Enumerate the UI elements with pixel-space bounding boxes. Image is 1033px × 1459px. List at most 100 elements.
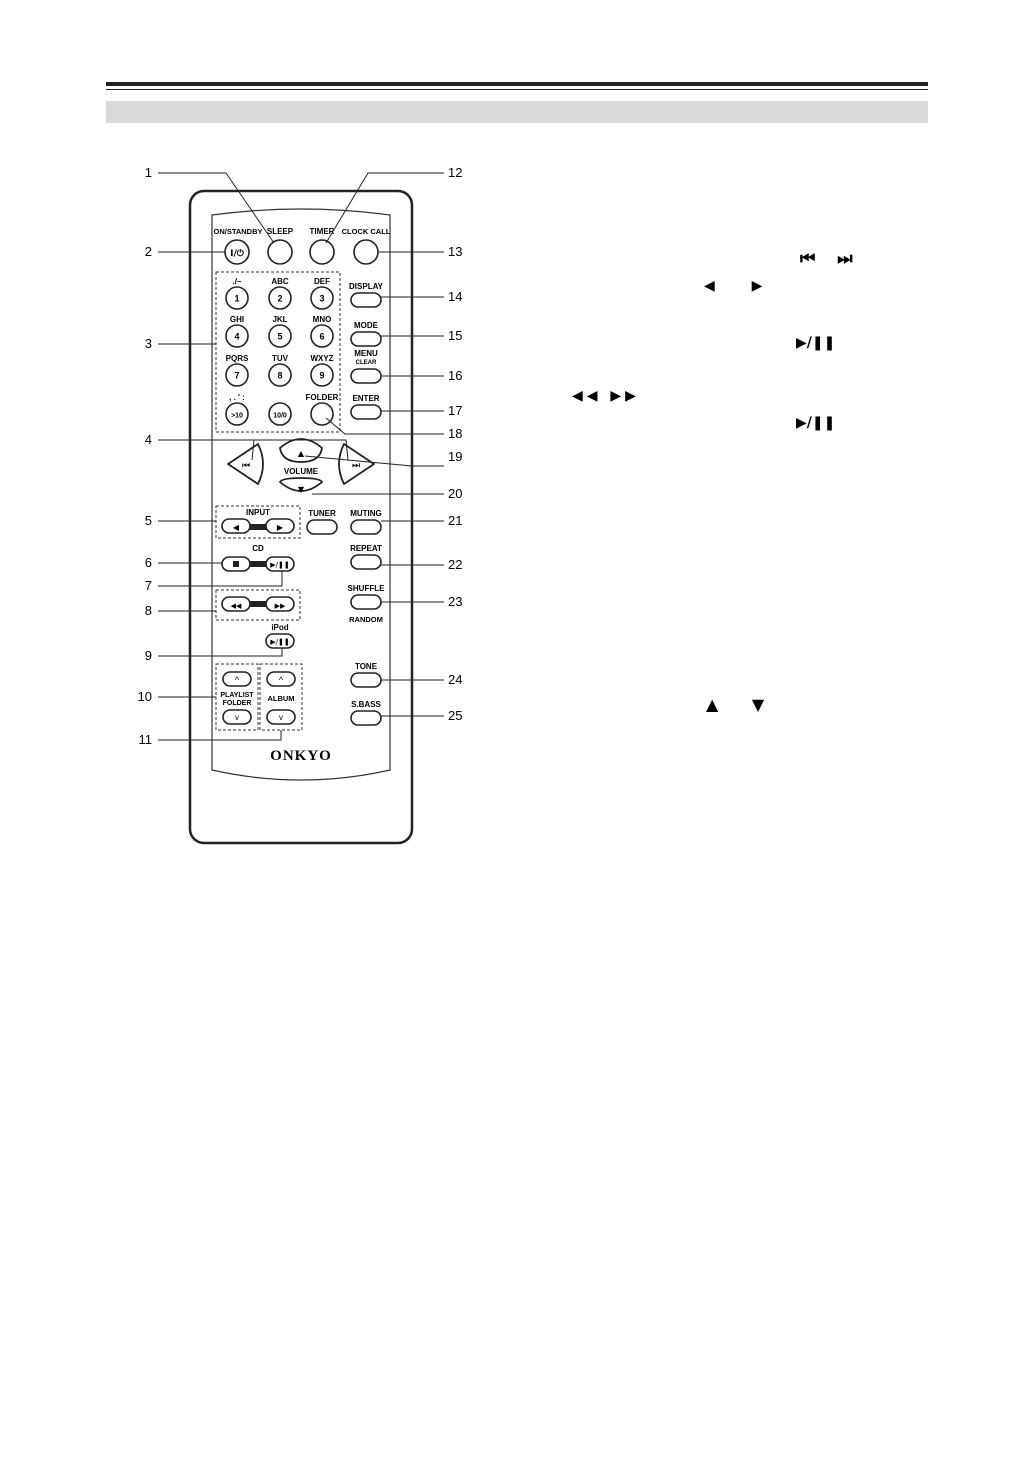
enter-button[interactable]: ENTER xyxy=(350,394,382,420)
callout-1: 1 xyxy=(145,165,152,180)
input-connector xyxy=(248,524,268,530)
muting-label: MUTING xyxy=(350,509,382,518)
callout-numbers: 1 2 3 4 5 6 7 8 9 10 11 12 13 14 15 16 1… xyxy=(138,165,463,747)
input-right-button[interactable]: ▶ xyxy=(265,518,295,534)
callout-15: 15 xyxy=(448,328,462,343)
menu-label: MENU xyxy=(354,349,378,358)
search-connector xyxy=(248,601,268,607)
callout-9: 9 xyxy=(145,648,152,663)
keypad-letters: DEF xyxy=(314,277,330,286)
callout-16: 16 xyxy=(448,368,462,383)
keypad-button-7[interactable]: PQRS 7 xyxy=(225,354,249,387)
skip-back-button[interactable]: ⏮ xyxy=(227,443,264,485)
keypad-button-11[interactable]: 10/0 xyxy=(268,402,292,426)
input-group xyxy=(215,505,301,539)
clock-call-label: CLOCK CALL xyxy=(342,227,391,236)
keypad-digit: 2 xyxy=(277,294,282,304)
chevron-up-icon: ^ xyxy=(279,675,284,685)
display-label: DISPLAY xyxy=(349,282,384,291)
remote-face-panel xyxy=(211,208,391,781)
play-pause-symbol-2: ▶/❚❚ xyxy=(796,415,835,431)
muting-button[interactable]: MUTING xyxy=(350,509,382,535)
album-label: ALBUM xyxy=(267,694,294,703)
ipod-play-pause-button[interactable]: ▶/❚❚ xyxy=(265,633,295,649)
skip-back-icon: ⏮ xyxy=(242,461,250,471)
album-up-button[interactable]: ^ xyxy=(266,671,296,687)
keypad-digit: 4 xyxy=(234,332,239,342)
callout-23: 23 xyxy=(448,594,462,609)
keypad-letters: JKL xyxy=(272,315,287,324)
cd-connector xyxy=(248,561,268,567)
keypad-button-3[interactable]: DEF 3 xyxy=(310,277,334,310)
input-arrow-symbols: ◀ ▶ xyxy=(704,278,778,294)
chevron-down-icon: v xyxy=(279,713,283,722)
chevron-up-icon: ^ xyxy=(235,675,240,685)
play-pause-icon: ▶/❚❚ xyxy=(270,561,289,569)
menu-clear-button[interactable]: MENU CLEAR xyxy=(350,349,382,384)
timer-label: TIMER xyxy=(310,227,335,236)
callout-18: 18 xyxy=(448,426,462,441)
callout-13: 13 xyxy=(448,244,462,259)
mode-label: MODE xyxy=(354,321,379,330)
skip-symbols: ⏮ ⏭ xyxy=(800,249,861,269)
keypad-button-2[interactable]: ABC 2 xyxy=(268,277,292,310)
callout-3: 3 xyxy=(145,336,152,351)
fast-forward-button[interactable]: ▶▶ xyxy=(265,596,295,612)
keypad-letters: PQRS xyxy=(226,354,249,363)
rewind-button[interactable]: ◀◀ xyxy=(221,596,251,612)
repeat-label: REPEAT xyxy=(350,544,382,553)
tuner-button[interactable]: TUNER xyxy=(306,509,338,535)
keypad-button-10[interactable]: , . ' :>10 xyxy=(225,393,249,426)
album-down-button[interactable]: v xyxy=(266,709,296,725)
s-bass-button[interactable]: S.BASS xyxy=(350,700,382,726)
keypad-digit: 3 xyxy=(319,294,324,304)
mode-button[interactable]: MODE xyxy=(350,321,382,347)
playlist-down-button[interactable]: v xyxy=(222,709,252,725)
fast-forward-icon: ▶▶ xyxy=(275,602,286,610)
keypad-digit: 8 xyxy=(277,371,282,381)
callout-lines xyxy=(158,172,444,741)
callout-14: 14 xyxy=(448,289,462,304)
ipod-play-pause-icon: ▶/❚❚ xyxy=(270,638,289,646)
folder-label: FOLDER xyxy=(306,393,339,402)
shuffle-label: SHUFFLE xyxy=(348,584,386,593)
callout-22: 22 xyxy=(448,557,462,572)
keypad-letters: MNO xyxy=(313,315,332,324)
tone-label: TONE xyxy=(355,662,378,671)
keypad-letters: WXYZ xyxy=(310,354,333,363)
input-left-button[interactable]: ◀ xyxy=(221,518,251,534)
timer-button[interactable]: TIMER xyxy=(309,227,335,265)
header-rule-thick xyxy=(106,82,928,86)
cd-label: CD xyxy=(252,544,264,553)
callout-2: 2 xyxy=(145,244,152,259)
tone-button[interactable]: TONE xyxy=(350,662,382,688)
keypad-digit: 7 xyxy=(234,371,239,381)
display-button[interactable]: DISPLAY xyxy=(349,282,384,308)
sleep-button[interactable]: SLEEP xyxy=(267,227,294,265)
volume-up-icon: ▲ xyxy=(298,449,305,458)
volume-down-button[interactable]: ▼ xyxy=(278,477,324,494)
callout-17: 17 xyxy=(448,403,462,418)
shuffle-random-button[interactable]: SHUFFLE RANDOM xyxy=(348,584,386,624)
play-pause-symbol: ▶/❚❚ xyxy=(796,335,835,351)
volume-up-button[interactable]: ▲ xyxy=(279,438,323,463)
search-group xyxy=(215,589,301,621)
keypad-letters: ABC xyxy=(271,277,289,286)
text-column-symbols: ⏮ ⏭ ◀ ▶ ▶/❚❚ ◀◀ ▶▶ ▶/❚❚ ▲ ▼ xyxy=(572,249,861,714)
input-right-icon: ▶ xyxy=(277,523,284,532)
repeat-button[interactable]: REPEAT xyxy=(350,544,382,570)
callout-24: 24 xyxy=(448,672,462,687)
callout-12: 12 xyxy=(448,165,462,180)
numeric-keypad-group xyxy=(215,271,341,433)
playlist-up-button[interactable]: ^ xyxy=(222,671,252,687)
keypad-button-1[interactable]: ./–1 xyxy=(225,277,249,310)
cd-play-pause-button[interactable]: ▶/❚❚ xyxy=(265,556,295,572)
cd-stop-button[interactable] xyxy=(221,556,251,572)
